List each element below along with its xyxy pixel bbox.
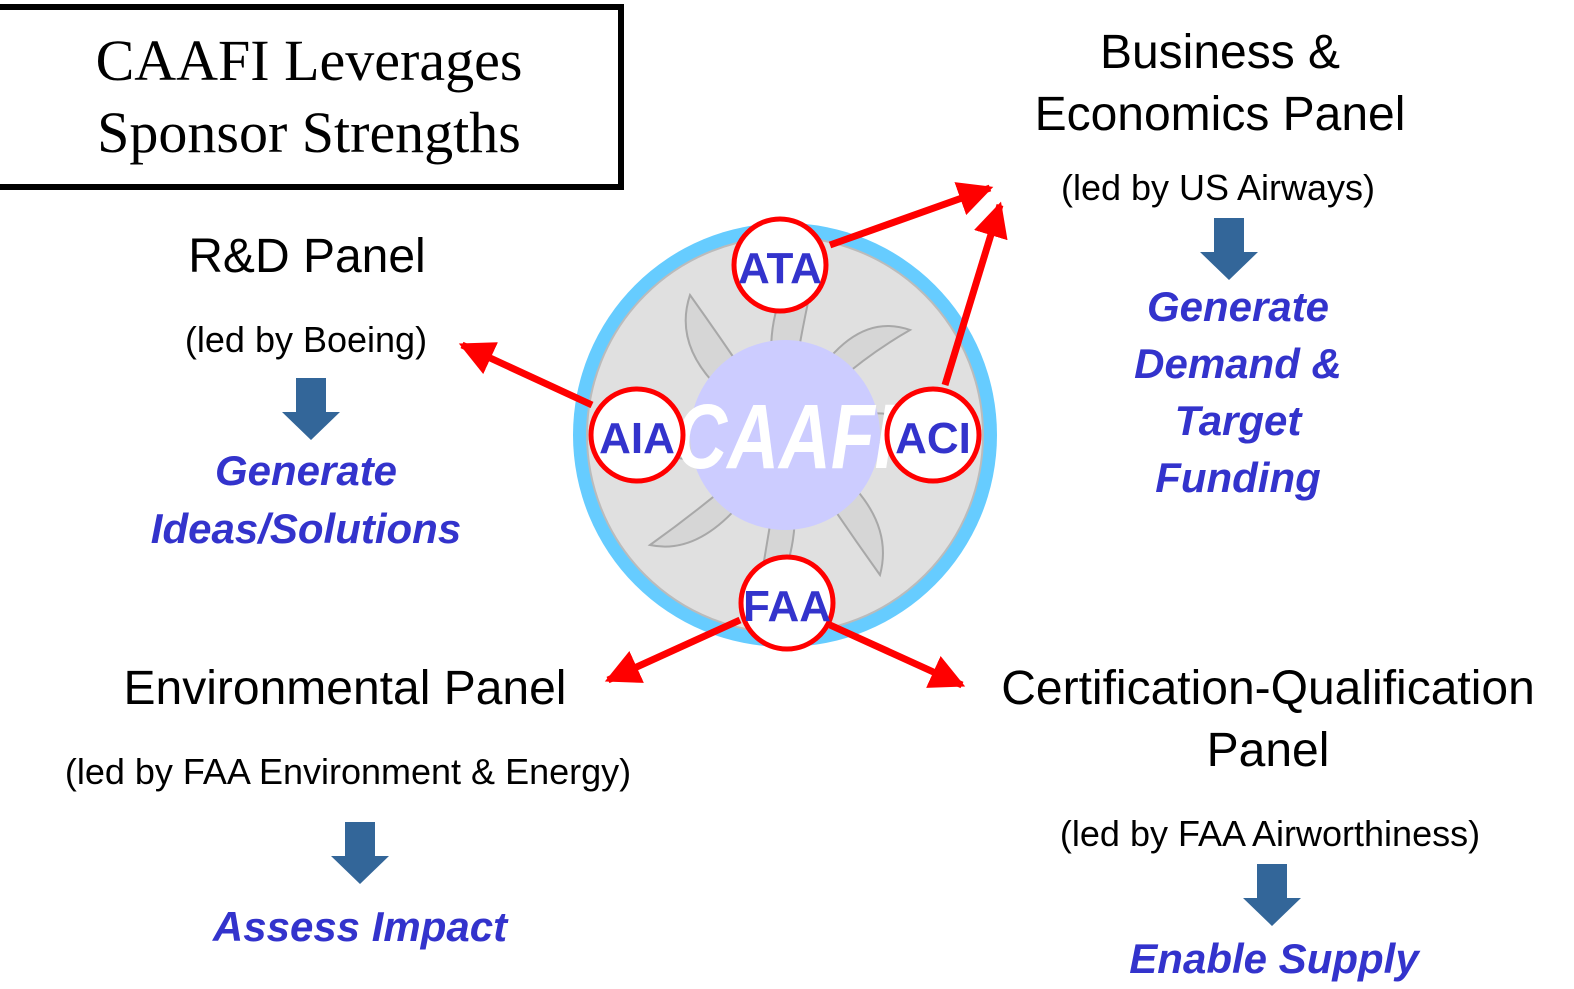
environmental-panel-name: Environmental Panel bbox=[123, 662, 567, 715]
business-panel-name-line-1: Business & bbox=[1099, 26, 1341, 79]
business-panel-name: Business & Economics Panel bbox=[1010, 22, 1430, 146]
sponsor-ata-label: ATA bbox=[738, 244, 822, 293]
rnd-down-arrow-icon bbox=[282, 378, 340, 440]
sponsor-faa: FAA bbox=[738, 554, 836, 652]
sponsor-faa-label: FAA bbox=[743, 582, 831, 631]
rnd-goal-line-1: Generate bbox=[214, 447, 398, 494]
sponsor-aia-label: AIA bbox=[599, 414, 675, 463]
arrow-faa-certification bbox=[828, 621, 966, 689]
certification-panel-name: Certification-Qualification Panel bbox=[968, 658, 1568, 782]
business-goal-line-3: Target bbox=[1174, 397, 1302, 444]
business-goal-line-2: Demand & bbox=[1134, 340, 1342, 387]
connector-arrows bbox=[458, 182, 1008, 689]
center-label: CAAFI bbox=[675, 385, 896, 488]
arrow-aci-business bbox=[941, 201, 1008, 387]
hub bbox=[690, 340, 880, 530]
environmental-panel-goal: Assess Impact bbox=[212, 903, 508, 950]
certification-panel-name-line-2: Panel bbox=[1206, 724, 1330, 777]
rnd-panel-goal: Generate Ideas/Solutions bbox=[106, 442, 506, 558]
business-panel-goal: Generate Demand & Target Funding bbox=[1088, 278, 1388, 506]
environmental-panel-lead: (led by FAA Environment & Energy) bbox=[64, 751, 632, 792]
sponsor-ata: ATA bbox=[731, 216, 829, 314]
certification-panel-name-line-1: Certification-Qualification bbox=[1001, 662, 1535, 715]
sponsor-aci-label: ACI bbox=[895, 414, 971, 463]
rnd-panel-name: R&D Panel bbox=[188, 230, 426, 283]
business-goal-line-1: Generate bbox=[1146, 283, 1330, 330]
certification-panel-goal: Enable Supply bbox=[1129, 935, 1419, 982]
environmental-down-arrow-icon bbox=[331, 822, 389, 884]
business-goal-line-4: Funding bbox=[1155, 454, 1321, 501]
rnd-panel-lead: (led by Boeing) bbox=[184, 319, 428, 360]
business-panel-lead: (led by US Airways) bbox=[1060, 167, 1376, 208]
title-box: CAAFI Leverages Sponsor Strengths bbox=[0, 4, 624, 190]
business-panel-name-line-2: Economics Panel bbox=[1034, 88, 1406, 141]
title-line-1: CAAFI Leverages bbox=[95, 28, 523, 93]
business-down-arrow-icon bbox=[1200, 218, 1258, 280]
certification-down-arrow-icon bbox=[1243, 864, 1301, 926]
title-line-2: Sponsor Strengths bbox=[97, 100, 521, 165]
sponsor-aia: AIA bbox=[588, 386, 686, 484]
arrow-faa-environmental bbox=[604, 616, 742, 684]
certification-panel-lead: (led by FAA Airworthiness) bbox=[1059, 813, 1481, 854]
sponsor-aci: ACI bbox=[884, 386, 982, 484]
arrow-aia-rnd bbox=[458, 341, 594, 409]
arrow-ata-business bbox=[828, 182, 994, 249]
rnd-goal-line-2: Ideas/Solutions bbox=[150, 505, 462, 552]
